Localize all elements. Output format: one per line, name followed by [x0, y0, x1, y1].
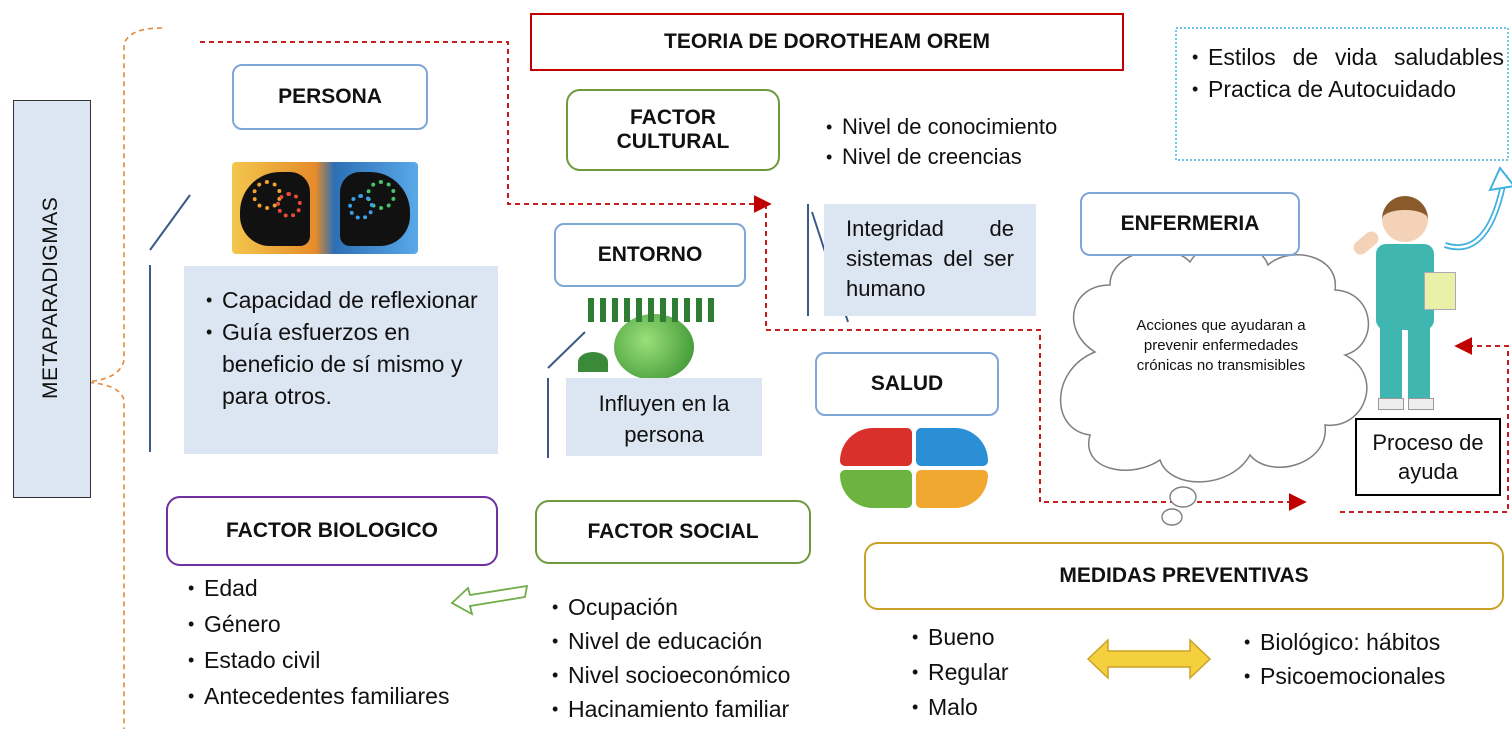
red-dashed-arrow-top [200, 41, 772, 213]
factor-cultural-item: Nivel de conocimiento [826, 112, 1126, 142]
factor-cultural-box: FACTOR CULTURAL [566, 89, 780, 171]
factor-biologico-item: Antecedentes familiares [188, 678, 508, 714]
factor-biologico-item: Estado civil [188, 642, 508, 678]
estilos-item: Practica de Autocuidado [1192, 73, 1504, 105]
persona-item: Guía esfuerzos en beneficio de sí mismo … [206, 316, 490, 412]
estilos-item: Estilos de vida saludables [1192, 41, 1504, 73]
cloud-text: Acciones que ayudaran a prevenir enferme… [1136, 317, 1306, 374]
factor-social-item: Nivel de educación [552, 624, 852, 658]
factor-social-item: Ocupación [552, 590, 852, 624]
medidas-type-item: Biológico: hábitos [1244, 625, 1506, 659]
factor-cultural-label: FACTOR CULTURAL [616, 106, 730, 153]
green-globe-people-icon [578, 292, 728, 380]
metaparadigm-brace [83, 27, 163, 729]
factor-cultural-item: Nivel de creencias [826, 142, 1126, 172]
heads-with-gears-icon [232, 162, 418, 254]
proceso-label: Proceso de ayuda [1372, 430, 1484, 484]
medidas-level-item: Bueno [912, 620, 1062, 655]
factor-cultural-list: Nivel de conocimiento Nivel de creencias [826, 112, 1126, 172]
factor-social-item: Nivel socioeconómico [552, 658, 852, 692]
salud-box: SALUD [815, 352, 999, 416]
medidas-level-item: Malo [912, 690, 1062, 725]
factor-biologico-list: Edad Género Estado civil Antecedentes fa… [188, 570, 508, 714]
health-quadrants-icon [836, 426, 992, 510]
medidas-types-list: Biológico: hábitos Psicoemocionales [1244, 625, 1506, 693]
diagram-title: TEORIA DE DOROTHEAM OREM [530, 13, 1124, 71]
factor-social-list: Ocupación Nivel de educación Nivel socio… [552, 590, 852, 726]
factor-biologico-item: Edad [188, 570, 508, 606]
metaparadigmas-box [13, 100, 91, 498]
factor-social-box: FACTOR SOCIAL [535, 500, 811, 564]
red-dashed-arrow-right [1340, 337, 1509, 513]
nurse-icon [1350, 196, 1460, 418]
double-arrow-icon [1086, 638, 1212, 680]
metaparadigmas-label: METAPARADIGMAS [39, 196, 62, 399]
persona-item: Capacidad de reflexionar [206, 284, 490, 316]
medidas-levels-list: Bueno Regular Malo [912, 620, 1062, 725]
factor-biologico-box: FACTOR BIOLOGICO [166, 496, 498, 566]
entorno-box: ENTORNO [554, 223, 746, 287]
proceso-box: Proceso de ayuda [1355, 418, 1501, 496]
estilos-list: Estilos de vida saludables Practica de A… [1192, 41, 1504, 105]
medidas-level-item: Regular [912, 655, 1062, 690]
entorno-note-box [566, 378, 762, 456]
medidas-box: MEDIDAS PREVENTIVAS [864, 542, 1504, 610]
persona-box: PERSONA [232, 64, 428, 130]
medidas-type-item: Psicoemocionales [1244, 659, 1506, 693]
persona-list: Capacidad de reflexionar Guía esfuerzos … [206, 284, 490, 412]
factor-biologico-item: Género [188, 606, 508, 642]
red-dashed-arrow-salud [765, 204, 1307, 511]
integridad-text: Integridad de sistemas del ser humano [846, 216, 1014, 301]
integridad-box [824, 204, 1036, 316]
enfermeria-box: ENFERMERIA [1080, 192, 1300, 256]
factor-social-item: Hacinamiento familiar [552, 692, 852, 726]
entorno-note: Influyen en la persona [598, 391, 730, 447]
